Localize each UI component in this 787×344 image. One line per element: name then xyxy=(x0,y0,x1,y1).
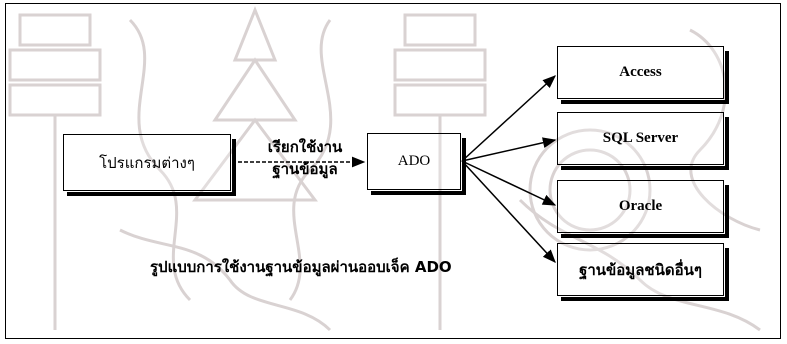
arrow-label: เรียกใช้งาน ฐานข้อมูล xyxy=(240,136,370,180)
arrow-label-line2: ฐานข้อมูล xyxy=(272,160,338,178)
arrow-label-line1: เรียกใช้งาน xyxy=(267,138,343,156)
diagram-frame xyxy=(5,3,781,339)
target-label-sql-server: SQL Server xyxy=(602,130,679,146)
target-label-other: ฐานข้อมูลชนิดอื่นๆ xyxy=(579,260,702,279)
source-programs-box: โปรแกรมต่างๆ xyxy=(63,134,236,196)
target-box-oracle: Oracle xyxy=(557,180,729,238)
target-label-oracle: Oracle xyxy=(618,198,663,214)
target-box-sql-server: SQL Server xyxy=(557,112,729,170)
target-box-other: ฐานข้อมูลชนิดอื่นๆ xyxy=(557,243,729,301)
source-programs-label: โปรแกรมต่างๆ xyxy=(99,153,195,172)
target-box-access: Access xyxy=(557,46,729,104)
ado-box: ADO xyxy=(367,133,466,195)
target-label-access: Access xyxy=(619,64,662,80)
diagram-caption: รูปแบบการใช้งานฐานข้อมูลผ่านออบเจ็ค ADO xyxy=(150,258,452,276)
ado-label: ADO xyxy=(397,153,431,169)
